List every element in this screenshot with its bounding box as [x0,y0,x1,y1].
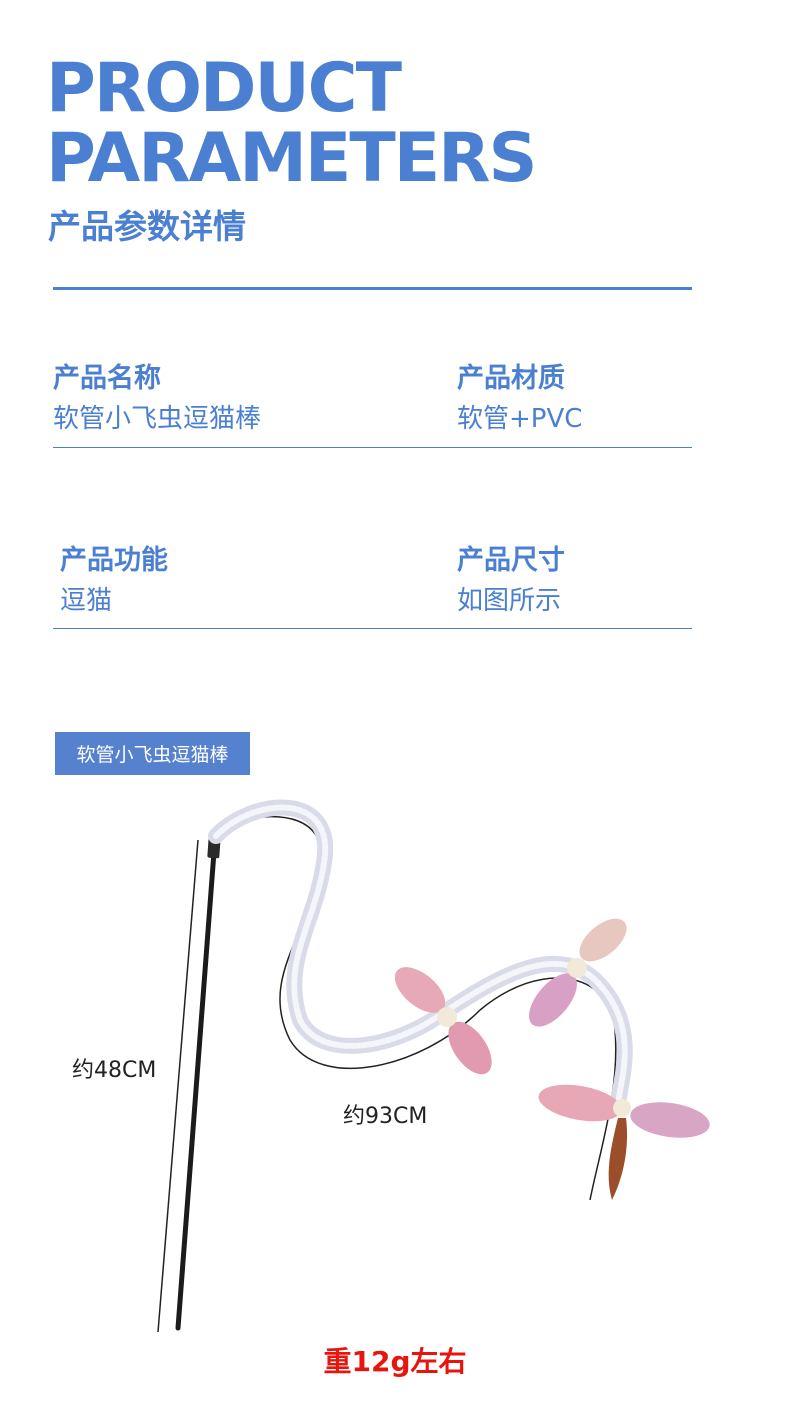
param-size-label: 产品尺寸 [457,545,565,576]
param-function: 产品功能 逗猫 [60,544,168,618]
bug-toy-3 [538,1084,710,1200]
row-divider [53,447,692,448]
rod-length-label: 约48CM [72,1058,157,1083]
param-name-value: 软管小飞虫逗猫棒 [53,404,262,434]
section-divider [53,287,692,290]
product-illustration [157,799,710,1333]
hero-title: PRODUCT PARAMETERS [46,49,538,198]
weight-note: 重12g左右 [323,1345,467,1378]
hero-subtitle: 产品参数详情 [48,207,246,246]
hero-title-line2: PARAMETERS [46,119,538,198]
param-size: 产品尺寸 如图所示 [457,544,565,618]
param-material: 产品材质 软管+PVC [457,362,582,436]
param-function-label: 产品功能 [60,545,168,576]
param-name: 产品名称 软管小飞虫逗猫棒 [53,362,261,436]
row-divider [53,628,692,629]
param-name-label: 产品名称 [53,363,161,394]
product-tag: 软管小飞虫逗猫棒 [55,732,250,775]
tube-length-label: 约93CM [343,1104,428,1129]
rod-dimension-line [157,839,199,1333]
param-size-value: 如图所示 [457,586,562,616]
param-material-value: 软管+PVC [457,404,583,434]
bug-toy-1 [394,967,492,1075]
param-material-label: 产品材质 [457,363,565,394]
bug-toy-2 [529,918,627,1027]
hero-title-line1: PRODUCT [46,49,402,128]
flexible-tube [208,799,633,1113]
rod [175,849,217,1331]
param-function-value: 逗猫 [60,586,113,616]
